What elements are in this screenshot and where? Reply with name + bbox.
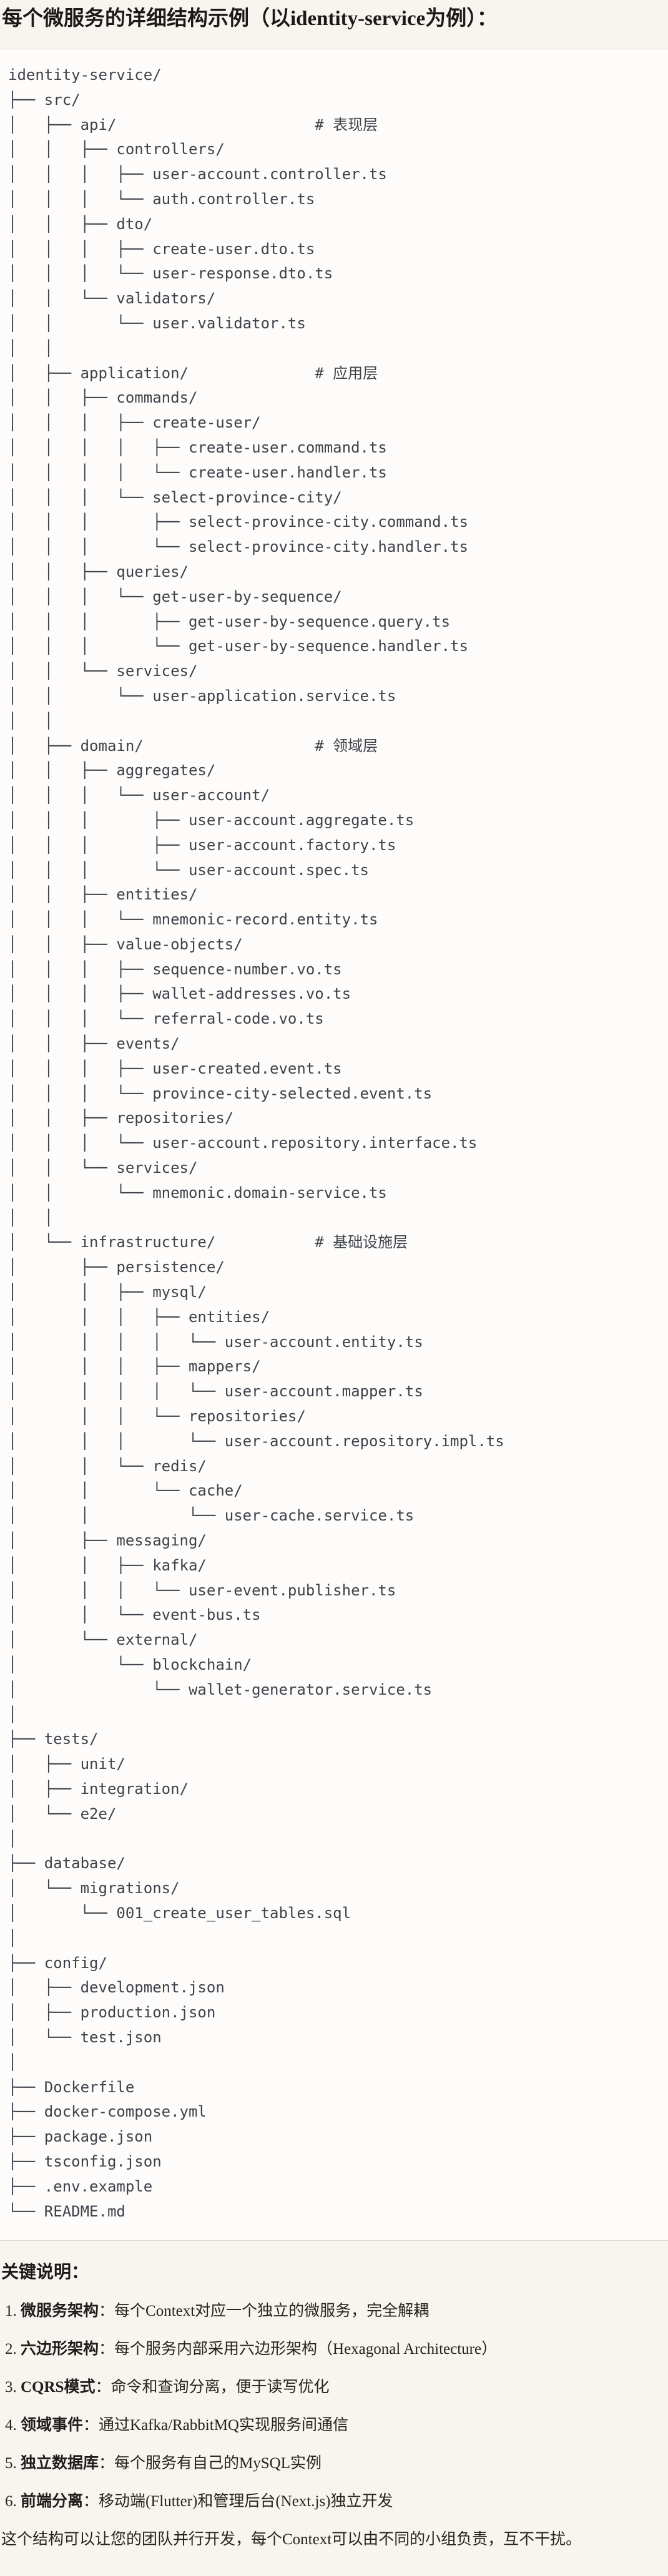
- note-item-6: 6. 前端分离：移动端(Flutter)和管理后台(Next.js)独立开发: [5, 2494, 666, 2510]
- closing-paragraph: 这个结构可以让您的团队并行开发，每个Context可以由不同的小组负责，互不干扰…: [1, 2531, 582, 2549]
- note-number: 6.: [5, 2493, 21, 2510]
- note-text: ：每个Context对应一个独立的微服务，完全解耦: [99, 2303, 430, 2320]
- note-number: 1.: [5, 2303, 21, 2320]
- note-text: ：每个服务有自己的MySQL实例: [99, 2455, 322, 2472]
- note-item-1: 1. 微服务架构：每个Context对应一个独立的微服务，完全解耦: [5, 2303, 666, 2319]
- note-number: 3.: [5, 2379, 21, 2396]
- note-text: ：通过Kafka/RabbitMQ实现服务间通信: [83, 2417, 348, 2434]
- note-term: 微服务架构: [21, 2303, 99, 2320]
- note-number: 4.: [5, 2417, 21, 2434]
- note-term: CQRS模式: [21, 2379, 96, 2396]
- note-text: ：每个服务内部采用六边形架构（Hexagonal Architecture）: [99, 2341, 498, 2358]
- note-item-5: 5. 独立数据库：每个服务有自己的MySQL实例: [5, 2456, 666, 2472]
- note-term: 领域事件: [21, 2417, 84, 2434]
- note-term: 六边形架构: [21, 2341, 99, 2358]
- document: 每个微服务的详细结构示例（以identity-service为例）： ident…: [0, 6, 668, 2548]
- note-number: 5.: [5, 2455, 21, 2472]
- notes-section: 关键说明： 1. 微服务架构：每个Context对应一个独立的微服务，完全解耦 …: [0, 2262, 668, 2548]
- note-item-4: 4. 领域事件：通过Kafka/RabbitMQ实现服务间通信: [5, 2417, 666, 2434]
- directory-tree-code-block: identity-service/ ├── src/ │ ├── api/ # …: [0, 49, 668, 2241]
- note-text: ：移动端(Flutter)和管理后台(Next.js)独立开发: [83, 2493, 393, 2510]
- note-item-3: 3. CQRS模式：命令和查询分离，便于读写优化: [5, 2379, 666, 2396]
- note-term: 前端分离: [21, 2493, 84, 2510]
- page-title: 每个微服务的详细结构示例（以identity-service为例）：: [2, 7, 498, 30]
- note-item-2: 2. 六边形架构：每个服务内部采用六边形架构（Hexagonal Archite…: [5, 2341, 666, 2358]
- note-text: ：命令和查询分离，便于读写优化: [95, 2379, 330, 2396]
- note-number: 2.: [5, 2341, 21, 2358]
- notes-heading: 关键说明：: [1, 2263, 89, 2283]
- note-term: 独立数据库: [21, 2455, 99, 2472]
